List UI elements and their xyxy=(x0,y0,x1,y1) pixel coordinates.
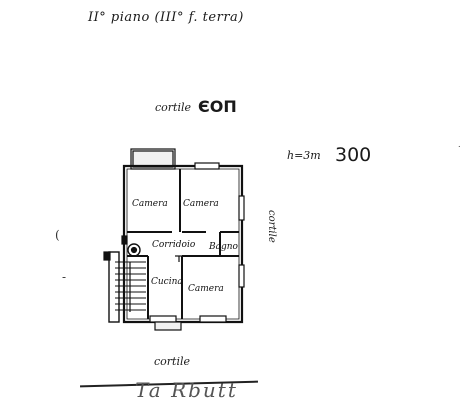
signature: Ta Rbutt xyxy=(135,378,238,402)
cortile-top-label: cortile xyxy=(155,101,192,114)
stair-left-wall xyxy=(108,251,120,323)
stray-mark: ( xyxy=(55,228,60,242)
height-value: 300 xyxy=(335,144,372,166)
wall-notch-stair xyxy=(103,251,111,261)
window-bottom-left xyxy=(149,315,177,323)
cortile-bottom-label: cortile xyxy=(154,355,191,368)
balcony-bottom xyxy=(154,321,182,331)
stray-mark: - xyxy=(62,270,67,284)
cortile-top-mark: ЄОП xyxy=(198,97,237,116)
window-right xyxy=(238,195,245,221)
flue-circle-center xyxy=(130,246,138,254)
outer-wall-inner xyxy=(126,168,240,320)
room-label-bagno: Bagno xyxy=(208,242,239,252)
stray-mark: . xyxy=(458,140,461,149)
wall-notch-left xyxy=(121,235,128,245)
floor-heading: II° piano (III° f. terra) xyxy=(88,10,244,25)
window-right-lower xyxy=(238,264,245,288)
window-top xyxy=(194,162,220,170)
room-label-cucina: Cucina xyxy=(151,277,183,287)
height-note: h=3m xyxy=(287,149,321,162)
room-label-camera-right: Camera xyxy=(183,199,219,209)
flue-circle xyxy=(127,243,141,257)
window-bottom-right xyxy=(199,315,227,323)
room-label-camera-left: Camera xyxy=(132,199,168,209)
room-label-corridoio: Corridoio xyxy=(152,240,196,250)
room-label-camera-bottom: Camera xyxy=(188,284,224,294)
outer-wall xyxy=(122,164,244,324)
